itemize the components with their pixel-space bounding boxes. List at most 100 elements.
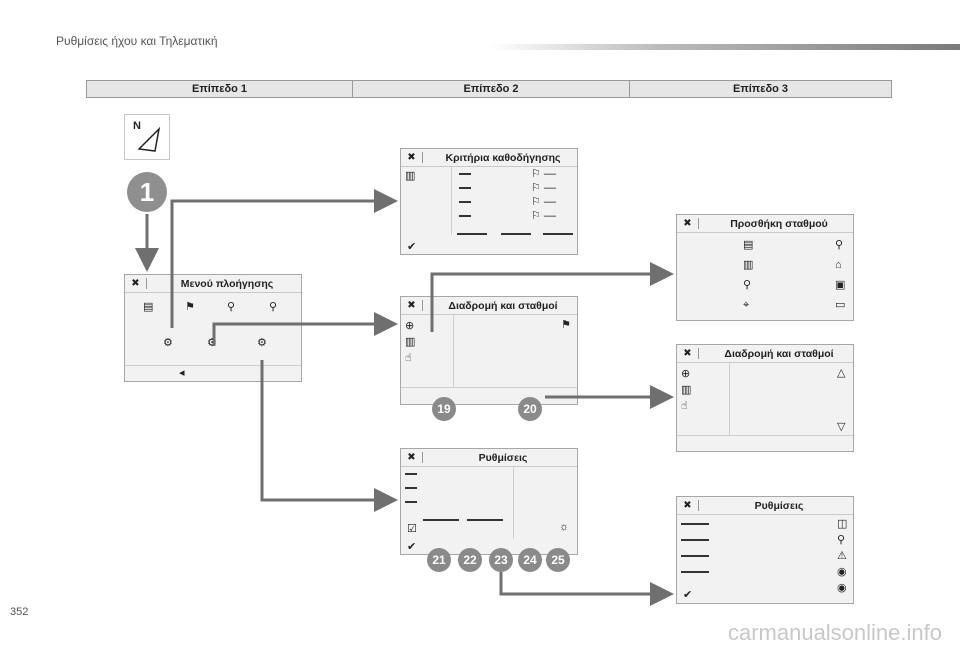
callout-19: 19 [432, 397, 456, 421]
level-3-label: Επίπεδο 3 [629, 81, 891, 97]
flag-icon: ⚐ ‒‒ [531, 182, 557, 194]
add-icon[interactable]: ⊕ [681, 368, 691, 380]
setting-option-1[interactable] [405, 473, 417, 475]
voice-icon[interactable]: ◫ [837, 518, 848, 530]
slider-1[interactable] [423, 519, 459, 521]
map-icon[interactable]: ▥ [405, 170, 416, 182]
close-icon[interactable]: ✖ [401, 300, 423, 311]
close-icon[interactable]: ✖ [401, 452, 423, 463]
route-criteria-titlebar: ✖ Κριτήρια καθοδήγησης [401, 149, 577, 167]
close-icon[interactable]: ✖ [677, 218, 699, 229]
poi-icon[interactable]: ⚲ [837, 534, 846, 546]
map-icon[interactable]: ▥ [405, 336, 416, 348]
slider-1[interactable] [457, 233, 487, 235]
hand-icon[interactable]: ☝ [405, 352, 412, 364]
callout-25: 25 [546, 548, 570, 572]
settings-title: Ρυθμίσεις [478, 451, 528, 464]
slider-3[interactable] [543, 233, 573, 235]
check-icon[interactable]: ✔ [407, 241, 417, 253]
callout-23: 23 [489, 548, 513, 572]
page-number: 352 [10, 606, 29, 618]
route-stops-screen: ✖ Διαδρομή και σταθμοί ⊕ ▥ ☝ ⚑ [400, 296, 578, 405]
check-icon[interactable]: ✔ [407, 541, 417, 553]
route-stops-l3-title: Διαδρομή και σταθμοί [724, 347, 834, 360]
route-stops-title: Διαδρομή και σταθμοί [448, 299, 558, 312]
location-pin-icon[interactable]: ◉ [837, 566, 847, 578]
contacts-book-icon[interactable]: ▣ [835, 279, 846, 291]
flag-icon: ⚐ ‒‒ [531, 196, 557, 208]
criteria-option-2[interactable] [459, 187, 471, 189]
settings-l3-titlebar: ✖ Ρυθμίσεις [677, 497, 853, 515]
setting-slider-3[interactable] [681, 555, 709, 557]
column-divider [451, 167, 452, 235]
setting-slider-2[interactable] [681, 539, 709, 541]
navigation-menu-screen: ✖ Μενού πλοήγησης ▤ ⚑ ⚲ ⚲ ⚙ ⚙ ⚙ ◂ [124, 274, 302, 382]
compass-arrow-icon [137, 126, 161, 152]
bottom-divider [125, 365, 301, 366]
poi-search-icon[interactable]: ⚲ [743, 279, 752, 291]
route-settings-icon[interactable]: ⚙ [163, 337, 173, 349]
destination-flag-icon[interactable]: ⚑ [185, 301, 195, 313]
bottom-divider [401, 387, 577, 388]
add-stop-screen: ✖ Προσθήκη σταθμού ▤ ▥ ⚲ ⌖ ⚲ ⌂ ▣ ▭ [676, 214, 854, 321]
settings-gear-icon[interactable]: ⚙ [257, 337, 267, 349]
column-divider [453, 315, 454, 387]
flag-icon: ⚐ ‒‒ [531, 168, 557, 180]
setting-slider-1[interactable] [681, 523, 709, 525]
address-search-icon[interactable]: ⚲ [269, 301, 278, 313]
criteria-option-3[interactable] [459, 201, 471, 203]
edit-icon[interactable]: ☑ [407, 523, 417, 535]
navigation-menu-titlebar: ✖ Μενού πλοήγησης [125, 275, 301, 293]
coordinates-icon[interactable]: ⌖ [743, 299, 750, 311]
close-icon[interactable]: ✖ [677, 500, 699, 511]
callout-21: 21 [427, 548, 451, 572]
warning-icon[interactable]: ⚠ [837, 550, 847, 562]
arrow-to-settings-l3 [499, 572, 674, 606]
map-icon[interactable]: ▥ [681, 384, 692, 396]
add-stop-title: Προσθήκη σταθμού [730, 217, 828, 230]
route-list-icon[interactable]: ▤ [143, 301, 154, 313]
navigation-compass: N [124, 114, 170, 160]
column-divider [729, 363, 730, 435]
hand-icon[interactable]: ☝ [681, 400, 688, 412]
add-icon[interactable]: ⊕ [405, 320, 415, 332]
add-stop-titlebar: ✖ Προσθήκη σταθμού [677, 215, 853, 233]
close-icon[interactable]: ✖ [401, 152, 423, 163]
close-icon[interactable]: ✖ [125, 278, 147, 289]
destination-flag-icon: ⚑ [561, 319, 571, 331]
level-1-label: Επίπεδο 1 [191, 83, 248, 95]
home-icon[interactable]: ⌂ [835, 259, 842, 271]
location-pin-icon[interactable]: ◉ [837, 582, 847, 594]
callout-1: 1 [127, 172, 167, 212]
map-icon[interactable]: ▥ [743, 259, 754, 271]
arrow-to-route-criteria [170, 189, 398, 328]
poi-search-icon[interactable]: ⚲ [227, 301, 236, 313]
header-rule [490, 44, 960, 50]
close-icon[interactable]: ✖ [677, 348, 699, 359]
setting-slider-4[interactable] [681, 571, 709, 573]
callout-20: 20 [518, 397, 542, 421]
criteria-option-1[interactable] [459, 173, 471, 175]
column-divider [513, 467, 514, 539]
setting-option-3[interactable] [405, 501, 417, 503]
route-criteria-title: Κριτήρια καθοδήγησης [445, 151, 561, 164]
level-2-label: Επίπεδο 2 [352, 81, 629, 97]
back-icon[interactable]: ◂ [179, 367, 185, 379]
setting-option-2[interactable] [405, 487, 417, 489]
navigation-menu-title: Μενού πλοήγησης [180, 277, 274, 290]
slider-2[interactable] [467, 519, 503, 521]
work-icon[interactable]: ▭ [835, 299, 846, 311]
day-night-icon[interactable]: ☼ [559, 521, 570, 533]
address-icon[interactable]: ▤ [743, 239, 754, 251]
move-up-icon[interactable]: △ [837, 367, 846, 379]
stops-settings-icon[interactable]: ⚙ [207, 337, 217, 349]
criteria-option-4[interactable] [459, 215, 471, 217]
route-stops-titlebar: ✖ Διαδρομή και σταθμοί [401, 297, 577, 315]
contact-icon[interactable]: ⚲ [835, 239, 844, 251]
arrow-to-route-stops [212, 312, 398, 346]
move-down-icon[interactable]: ▽ [837, 421, 846, 433]
slider-2[interactable] [501, 233, 531, 235]
check-icon[interactable]: ✔ [683, 589, 693, 601]
levels-header: Επίπεδο 1 Επίπεδο 2 Επίπεδο 3 [86, 80, 892, 98]
arrow-to-add-stop [430, 262, 674, 332]
